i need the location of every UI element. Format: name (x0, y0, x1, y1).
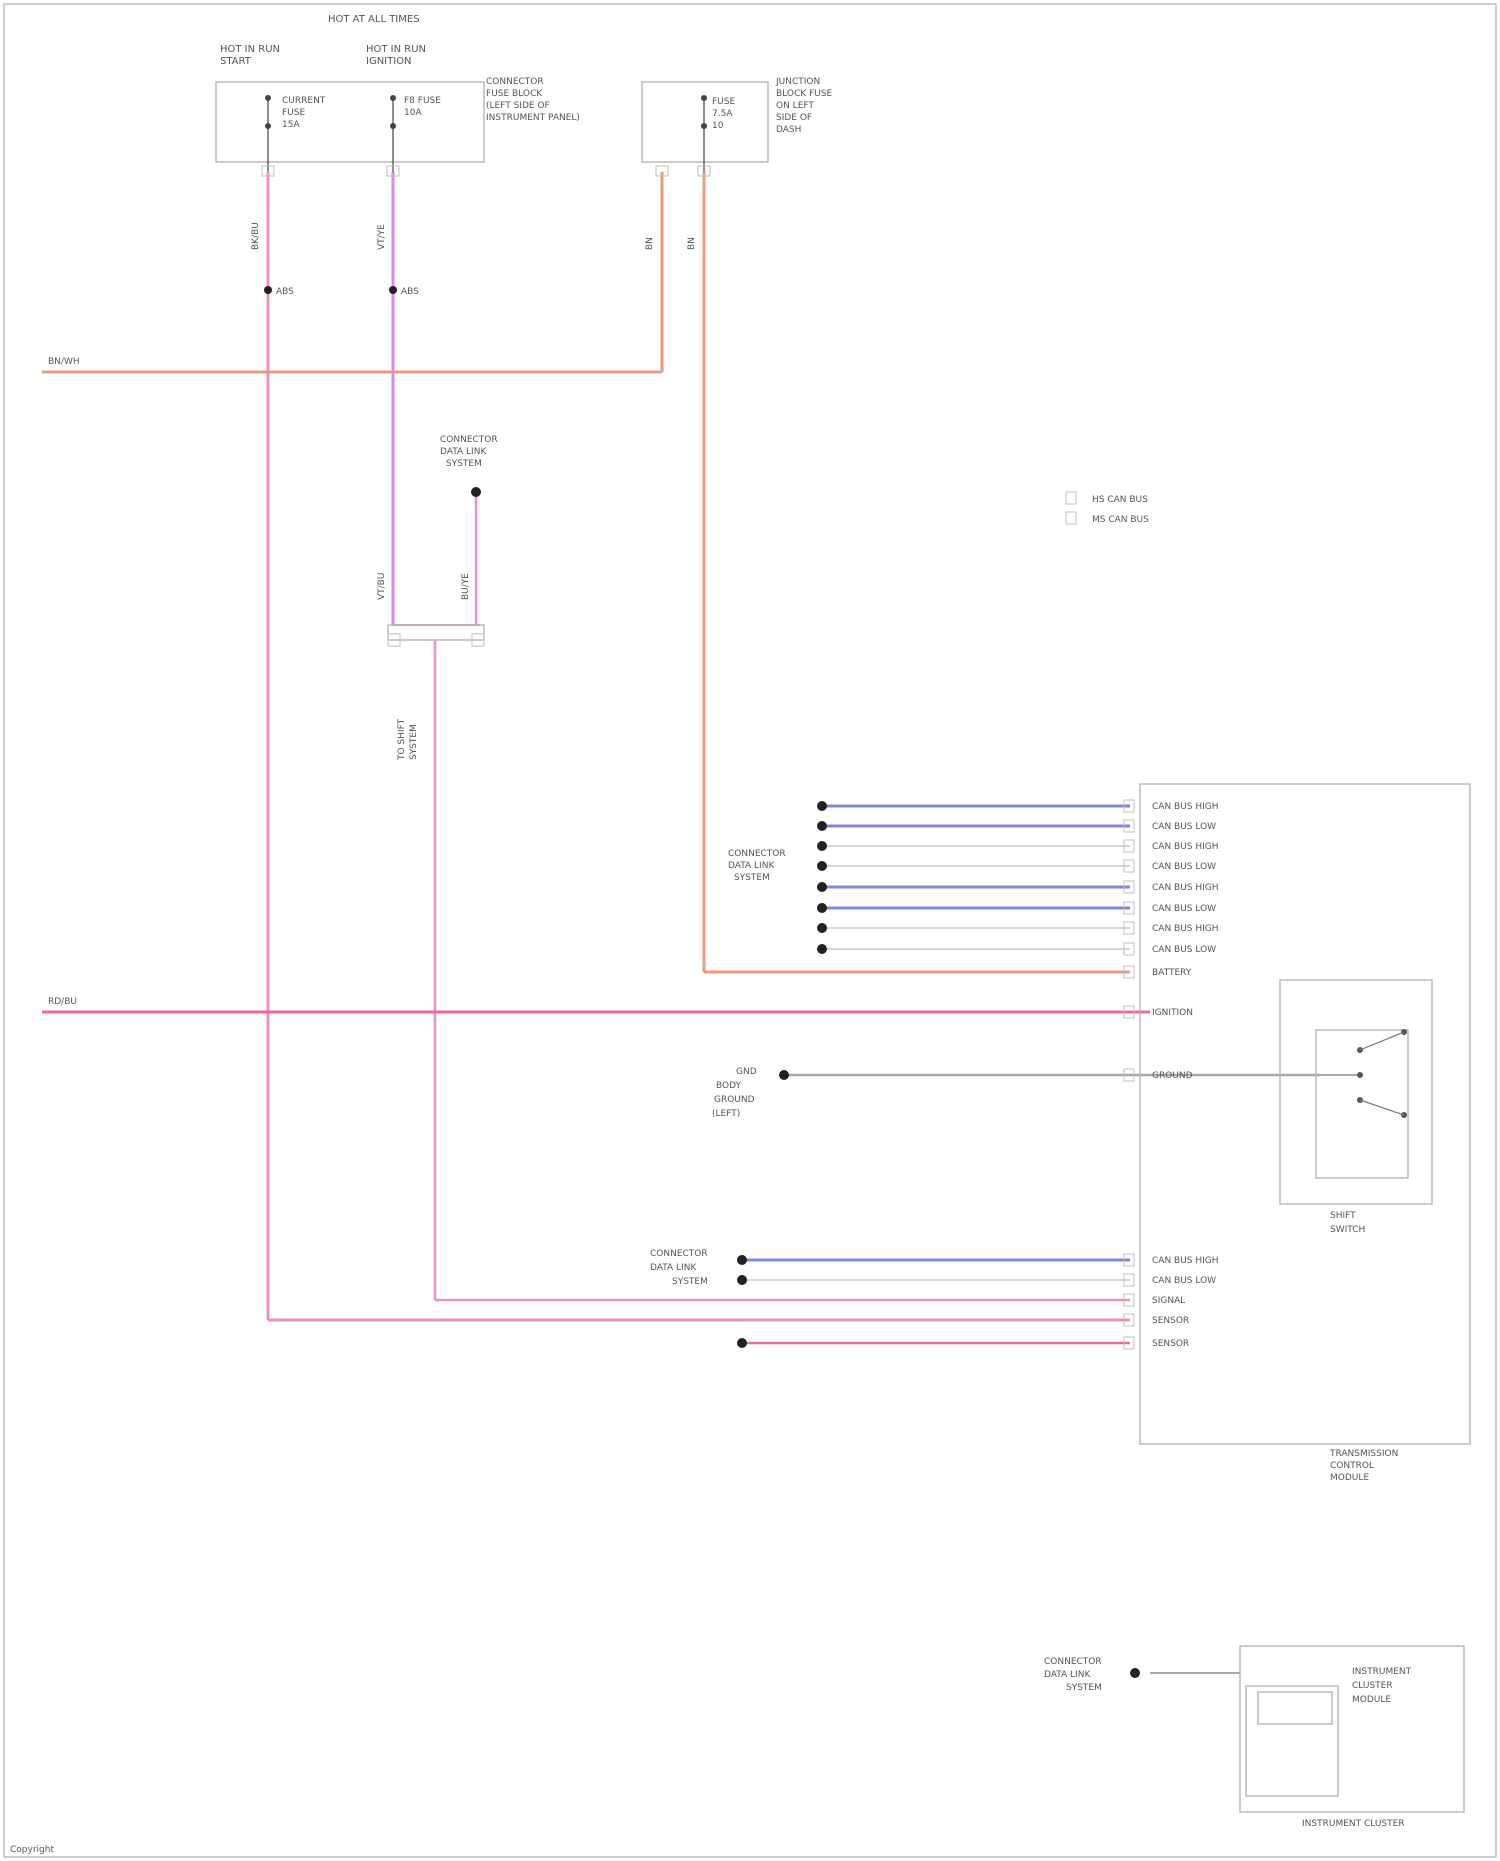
tcm-desc2: CONTROL (1330, 1461, 1374, 1471)
cluster-left-1: CONNECTOR (1044, 1657, 1102, 1667)
fuse1-line1: CURRENT (282, 96, 326, 106)
fuse1-line2: FUSE (282, 108, 305, 118)
tcm-pin-label: SENSOR (1152, 1339, 1189, 1349)
wire-orange-bus (42, 172, 662, 372)
cluster-left-3: SYSTEM (1066, 1683, 1102, 1693)
cluster-desc: INSTRUMENT CLUSTER (1302, 1819, 1405, 1829)
fuse-left-sub: START (220, 56, 252, 67)
jb-desc2: BLOCK FUSE (776, 89, 832, 99)
tcm-pin-label: CAN BUS LOW (1152, 945, 1216, 955)
wire-label-ref1: ABS (276, 287, 294, 297)
wire-label-jb-left: BN (645, 237, 655, 250)
fuse-block-desc2: FUSE BLOCK (486, 89, 543, 99)
switch-desc1: SHIFT (1330, 1211, 1356, 1221)
shift-switch: SHIFT SWITCH (1280, 980, 1432, 1235)
wire-label-top-left: BK/BU (251, 222, 261, 250)
can-bus-lines (740, 806, 1130, 1280)
side-label-2: SYSTEM (409, 724, 419, 760)
splice-label: CONNECTOR DATA LINK SYSTEM (728, 849, 786, 883)
side-label-1: TO SHIFT (397, 718, 407, 761)
cluster-inner-3: MODULE (1352, 1695, 1391, 1705)
wire-label-ref2: ABS (401, 287, 419, 297)
splice-label-2: DATA LINK (728, 861, 775, 871)
wire-pink-splice (435, 640, 1130, 1300)
fuse-block: HOT AT ALL TIMES HOT IN RUN START HOT IN… (216, 14, 580, 176)
fuse-block-desc4: INSTRUMENT PANEL) (486, 113, 580, 123)
wire-label-pink-bus: RD/BU (48, 997, 77, 1007)
ground-top-line1: CONNECTOR (440, 435, 498, 445)
ground-left-label: GND BODY GROUND (LEFT) (712, 1067, 757, 1119)
fuse2-line2: 10A (404, 108, 422, 118)
cluster-inner-1: INSTRUMENT (1352, 1667, 1412, 1677)
ground-top: CONNECTOR DATA LINK SYSTEM (440, 435, 498, 469)
jb-fuse-line2: 7.5A (712, 109, 733, 119)
wire-label-splice-b: BU/YE (461, 573, 471, 600)
bottom-can-label: CONNECTOR DATA LINK SYSTEM (650, 1249, 708, 1287)
tcm-desc3: MODULE (1330, 1473, 1369, 1483)
tcm-pin-label: CAN BUS HIGH (1152, 802, 1219, 812)
tcm-pin-label: CAN BUS LOW (1152, 862, 1216, 872)
fuse-right-header: HOT IN RUN (366, 44, 426, 55)
footer-copyright: Copyright (10, 1845, 54, 1855)
tcm-pin-label: SENSOR (1152, 1316, 1189, 1326)
wire-label-orange-bus: BN/WH (48, 357, 80, 367)
fuse-block-desc3: (LEFT SIDE OF (486, 101, 550, 111)
tcm-pin-label: CAN BUS HIGH (1152, 842, 1219, 852)
junction-dots (264, 286, 1140, 1678)
jb-fuse-line1: FUSE (712, 97, 735, 107)
bottom-label-2: DATA LINK (650, 1263, 697, 1273)
tcm-pin-label: CAN BUS HIGH (1152, 883, 1219, 893)
jb-desc3: ON LEFT (776, 101, 814, 111)
tcm-pin-label: GROUND (1152, 1071, 1193, 1081)
tcm-module: CAN BUS HIGH CAN BUS LOW CAN BUS HIGH CAN B… (1124, 784, 1470, 1483)
splice-label-3: SYSTEM (734, 873, 770, 883)
tcm-pin-label: CAN BUS HIGH (1152, 924, 1219, 934)
ground-left-3: GROUND (714, 1095, 755, 1105)
bottom-label-3: SYSTEM (672, 1277, 708, 1287)
cluster-left-2: DATA LINK (1044, 1670, 1091, 1680)
fuse-right-sub: IGNITION (366, 56, 412, 67)
tcm-desc1: TRANSMISSION (1329, 1449, 1398, 1459)
splice-label-1: CONNECTOR (728, 849, 786, 859)
jb-desc1: JUNCTION (775, 77, 820, 87)
fuse1-line3: 15A (282, 120, 300, 130)
ground-left-1: GND (736, 1067, 757, 1077)
tcm-pin-label: IGNITION (1152, 1008, 1193, 1018)
tcm-pin-label: SIGNAL (1152, 1296, 1185, 1306)
tcm-pin-label: CAN BUS HIGH (1152, 1256, 1219, 1266)
jb-desc5: DASH (776, 125, 801, 135)
legend-ms-can: MS CAN BUS (1092, 515, 1149, 525)
fuse-block-desc1: CONNECTOR (486, 77, 544, 87)
wire-label-splice-a: VT/BU (377, 573, 387, 600)
ground-left-4: (LEFT) (712, 1109, 740, 1119)
cluster-inner-2: CLUSTER (1352, 1681, 1393, 1691)
ground-top-line2: DATA LINK (440, 447, 487, 457)
tcm-pin-label: BATTERY (1152, 968, 1192, 978)
ground-left-2: BODY (716, 1081, 742, 1091)
wire-label-top-right: VT/YE (377, 224, 387, 250)
instrument-cluster: CONNECTOR DATA LINK SYSTEM INSTRUMENT CL… (1044, 1646, 1464, 1829)
tcm-pin-label: CAN BUS LOW (1152, 822, 1216, 832)
wire-label-jb-right: BN (687, 237, 697, 250)
fuse2-line1: F8 FUSE (404, 96, 441, 106)
tcm-pin-label: CAN BUS LOW (1152, 1276, 1216, 1286)
tcm-pin-label: CAN BUS LOW (1152, 904, 1216, 914)
jb-fuse-line3: 10 (712, 121, 724, 131)
fuse-left-header: HOT IN RUN (220, 44, 280, 55)
jb-desc4: SIDE OF (776, 113, 812, 123)
diagram-frame (4, 4, 1496, 1857)
switch-desc2: SWITCH (1330, 1225, 1365, 1235)
wire-violet-fuse (393, 172, 480, 625)
bottom-label-1: CONNECTOR (650, 1249, 708, 1259)
ground-top-line3: SYSTEM (446, 459, 482, 469)
legend: HS CAN BUS MS CAN BUS (1066, 492, 1149, 525)
junction-block-fuse: FUSE 7.5A 10 JUNCTION BLOCK FUSE ON LEFT… (642, 77, 832, 176)
fuse-block-top: HOT AT ALL TIMES (328, 14, 420, 25)
legend-hs-can: HS CAN BUS (1092, 495, 1148, 505)
